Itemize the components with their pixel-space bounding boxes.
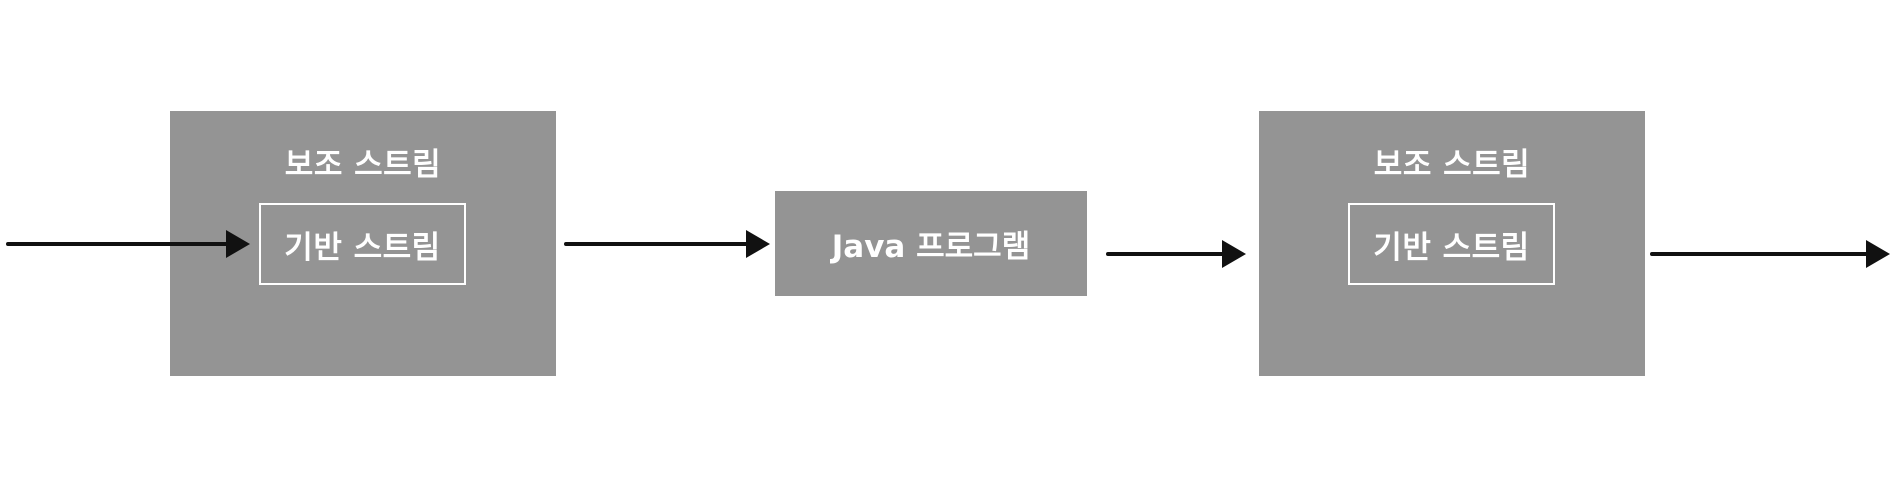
from-program-arrowhead xyxy=(1222,240,1246,268)
right-aux-stream-box: 보조 스트림 기반 스트림 xyxy=(1259,111,1645,376)
output-arrowhead xyxy=(1866,240,1890,268)
java-program-label: Java 프로그램 xyxy=(831,229,1031,265)
right-aux-stream-title: 보조 스트림 xyxy=(1373,147,1531,183)
left-base-stream-label: 기반 스트림 xyxy=(284,229,441,266)
input-arrowhead xyxy=(226,230,250,258)
left-base-stream-box: 기반 스트림 xyxy=(259,203,466,285)
to-program-arrowhead xyxy=(746,230,770,258)
right-base-stream-label: 기반 스트림 xyxy=(1373,229,1530,266)
java-program-box: Java 프로그램 xyxy=(775,191,1087,296)
right-base-stream-box: 기반 스트림 xyxy=(1348,203,1555,285)
left-aux-stream-title: 보조 스트림 xyxy=(284,147,442,183)
